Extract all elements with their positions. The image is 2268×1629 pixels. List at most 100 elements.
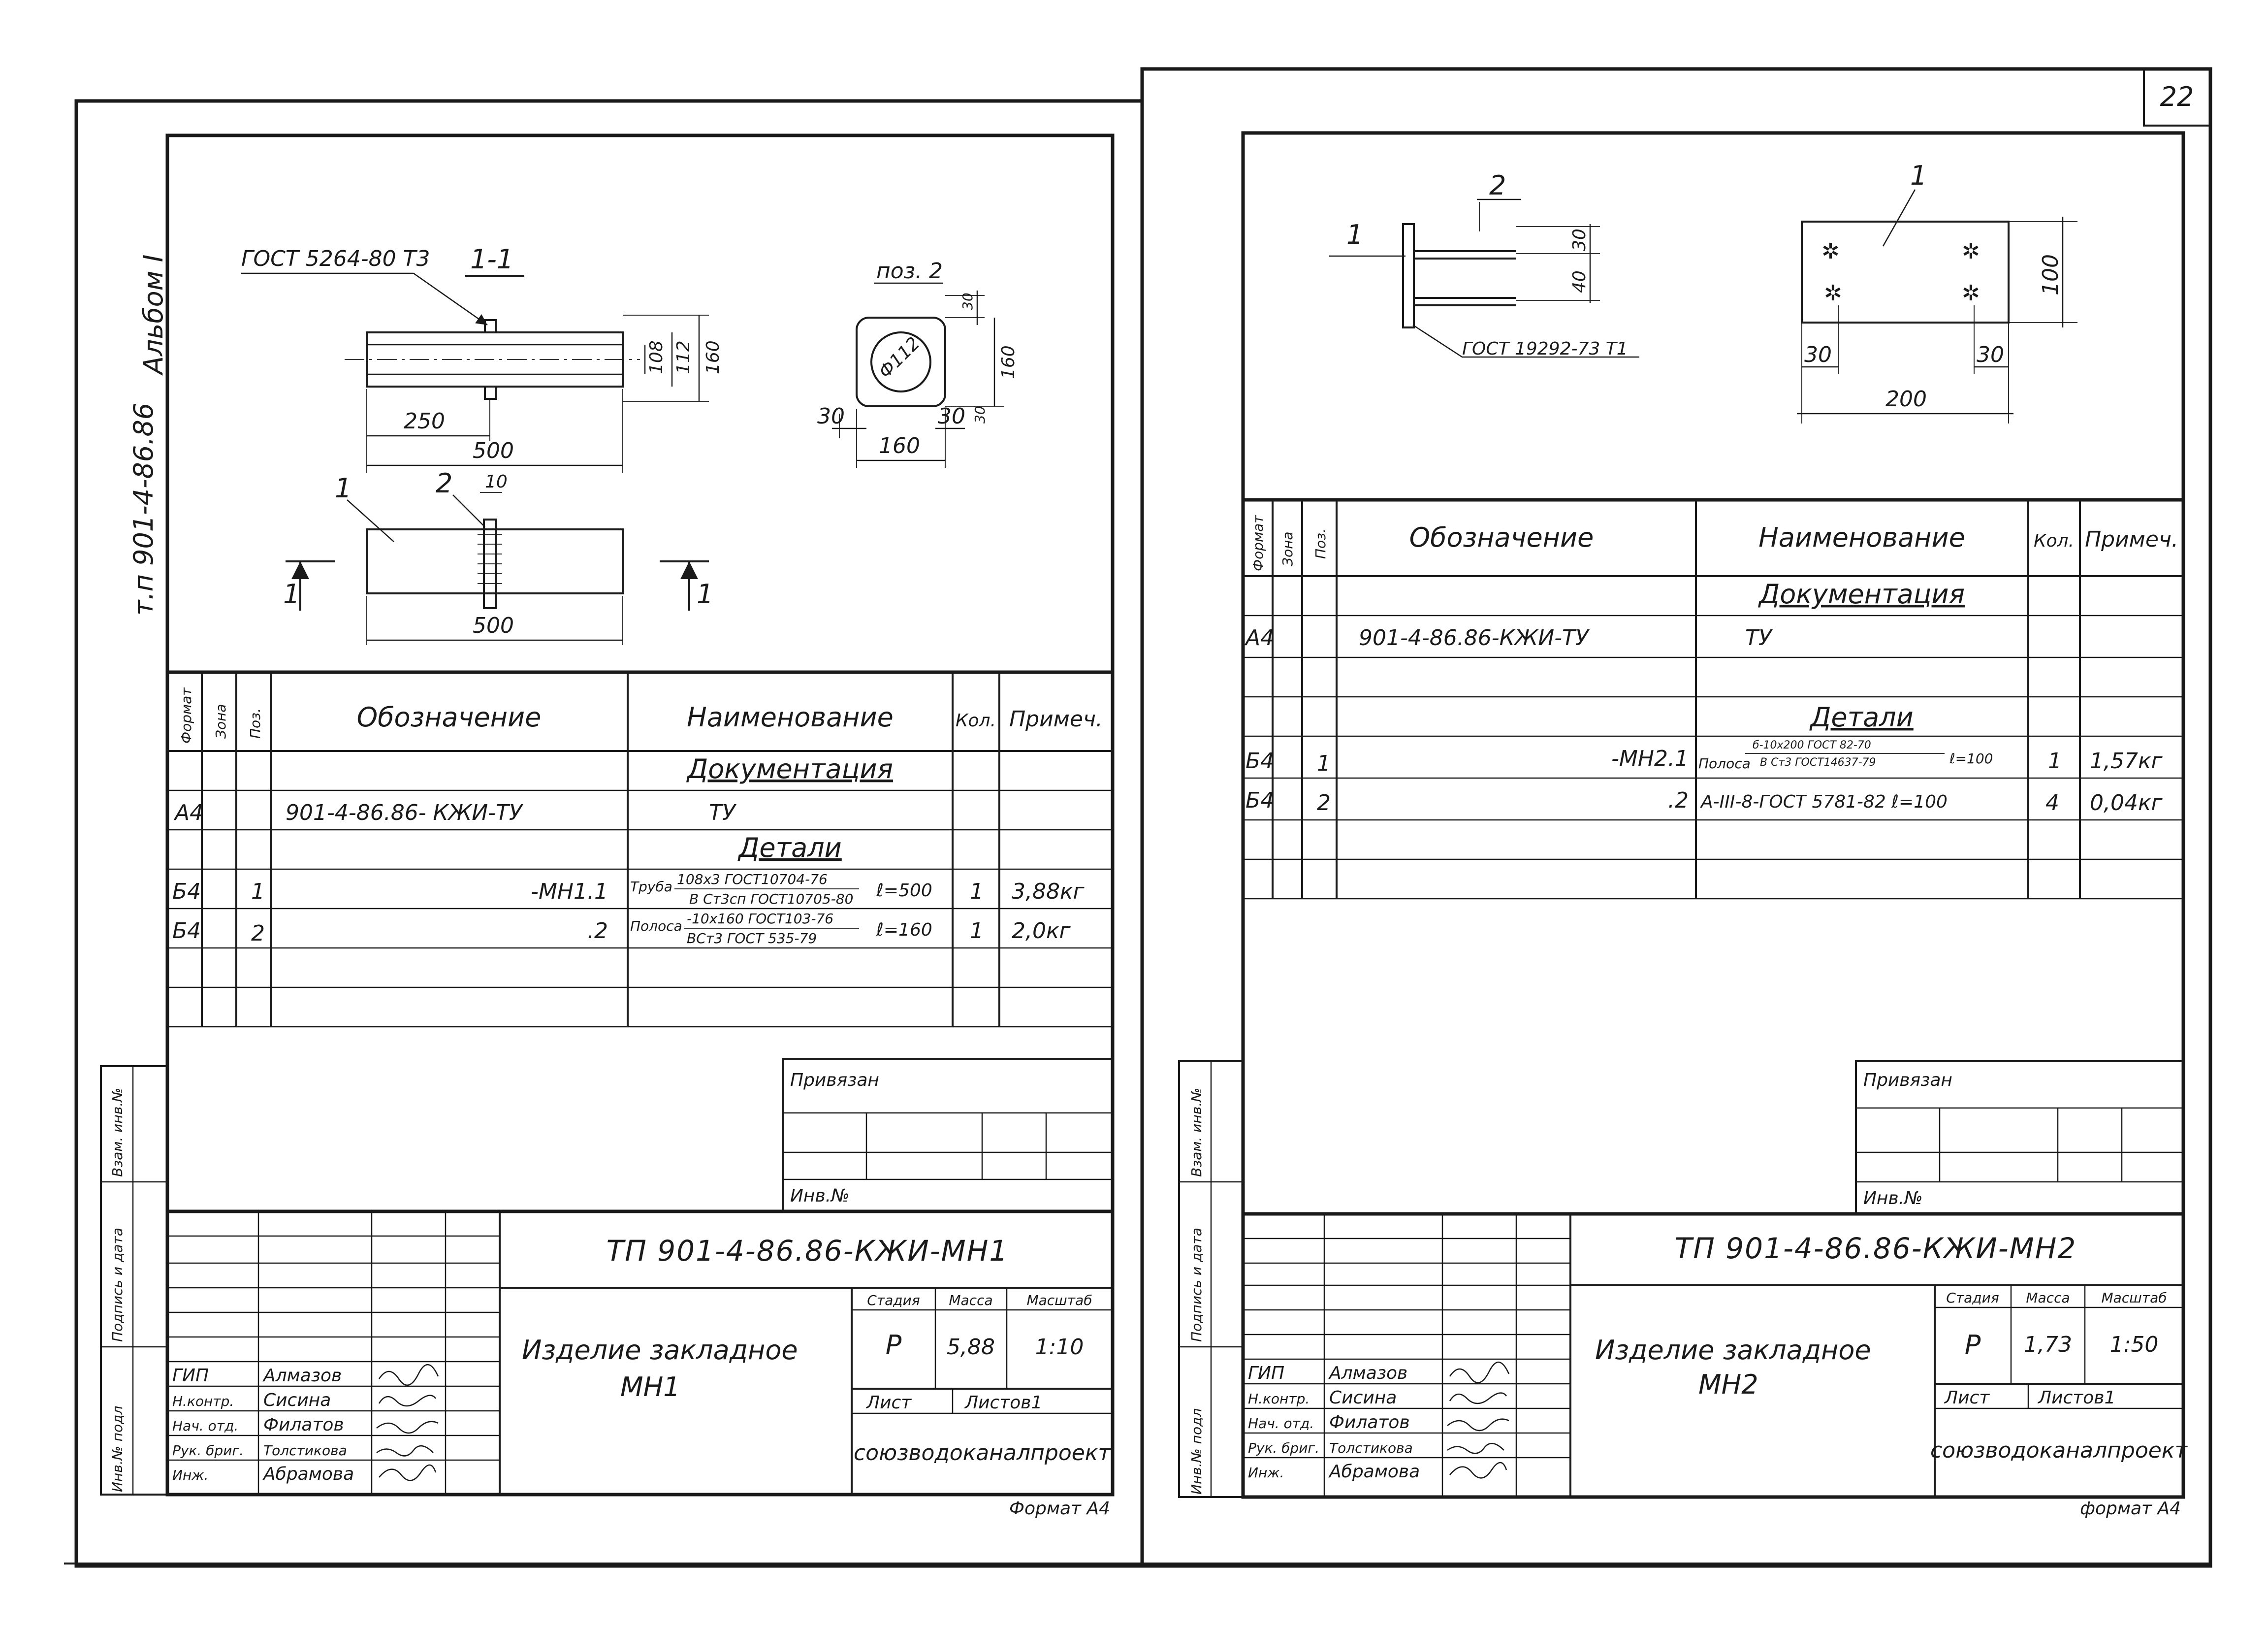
left-format-label: Формат А4 — [1009, 1499, 1110, 1519]
left-name-3: Толстикова — [263, 1442, 347, 1459]
right-spec-table: Формат Зона Поз. Обозначение Наименовани… — [1243, 498, 2183, 900]
rrow2-name-prefix: Полоса — [1698, 755, 1751, 772]
pos2-dim-30-left: 30 — [817, 404, 845, 429]
section-label: 1-1 — [470, 244, 513, 275]
th-name: Наименование — [687, 702, 894, 733]
side-code: т.п 901-4-86.86 — [128, 403, 159, 616]
right-stamp-vzam: Взам. инв.№ — [1188, 1088, 1205, 1177]
pos2-dim-160h: 160 — [998, 345, 1019, 379]
right-title-line2: МН2 — [1698, 1369, 1758, 1400]
th-format: Формат — [178, 687, 194, 744]
row3-pos: 2 — [251, 921, 265, 946]
th-qty: Кол. — [956, 711, 996, 731]
left-drawing: ГОСТ 5264-80 Т3 1-1 108 112 160 — [241, 244, 1019, 645]
row2-designation: -МН1.1 — [531, 879, 608, 904]
outer-frame — [64, 67, 2212, 1568]
rrow2-designation: -МН2.1 — [1611, 746, 1689, 771]
rth-pos: Поз. — [1312, 528, 1329, 559]
right-mass-header: Масса — [2026, 1290, 2070, 1306]
dim-10: 10 — [485, 472, 508, 492]
dim-500-top: 500 — [473, 438, 514, 463]
right-role-ruk: Рук. бриг. — [1248, 1440, 1319, 1456]
right-name-3: Толстикова — [1329, 1440, 1413, 1456]
row1-name: ТУ — [709, 800, 737, 825]
left-sheet: ГОСТ 5264-80 Т3 1-1 108 112 160 — [165, 133, 1115, 1519]
row2-length: ℓ=500 — [876, 880, 932, 901]
left-title-block: ТП 901-4-86.86-КЖИ-МН1 Изделие закладное… — [167, 1209, 1113, 1495]
right-privyazan-block: Привязан Инв.№ — [1855, 1060, 2184, 1215]
right-privyazan: Привязан — [1863, 1070, 1952, 1090]
callout-2: 2 — [436, 468, 452, 499]
row2-name-top: 108х3 ГОСТ10704-76 — [677, 871, 828, 887]
right-callout-2: 2 — [1489, 170, 1506, 201]
right-stamp-podpis: Подпись и дата — [1188, 1228, 1205, 1342]
right-inv-no: Инв.№ — [1863, 1188, 1923, 1208]
rrow1-designation: 901-4-86.86-КЖИ-ТУ — [1359, 625, 1590, 651]
row3-name-top: -10х160 ГОСТ103-76 — [687, 911, 833, 927]
left-stamp-podpis: Подпись и дата — [109, 1228, 126, 1342]
right-name-0: Алмазов — [1328, 1363, 1407, 1383]
left-lists-header: Листов1 — [964, 1393, 1042, 1413]
right-signatures — [1447, 1361, 1510, 1479]
th-pos: Поз. — [247, 708, 263, 739]
dim-250: 250 — [404, 409, 445, 434]
pos2-dim-160w: 160 — [879, 433, 920, 458]
left-list-header: Лист — [865, 1393, 912, 1413]
left-signatures — [376, 1364, 439, 1481]
right-org: союзводоканалпроект — [1930, 1438, 2188, 1463]
rrow2-length: ℓ=100 — [1949, 750, 1993, 767]
th-designation: Обозначение — [357, 702, 542, 733]
left-role-nach: Нач. отд. — [172, 1418, 238, 1434]
rebar-mark-3: ✲ — [1962, 239, 1980, 264]
row3-note: 2,0кг — [1012, 918, 1071, 944]
right-dim-30: 30 — [1569, 228, 1590, 251]
row2-qty: 1 — [970, 879, 984, 904]
dim-108: 108 — [646, 340, 667, 374]
rrow3-designation: .2 — [1668, 788, 1689, 813]
rrow3-name: А-III-8-ГОСТ 5781-82 ℓ=100 — [1700, 792, 1948, 812]
right-name-4: Абрамова — [1328, 1462, 1420, 1482]
row3-format: Б4 — [172, 918, 201, 944]
rrow2-name-bottom: В Ст3 ГОСТ14637-79 — [1760, 756, 1876, 769]
section-details: Детали — [737, 832, 842, 863]
rrow2-qty: 1 — [2048, 749, 2062, 774]
left-inv-no: Инв.№ — [790, 1186, 850, 1206]
right-callout-1: 1 — [1346, 219, 1363, 250]
rrow3-qty: 4 — [2045, 790, 2059, 815]
left-name-0: Алмазов — [262, 1366, 342, 1386]
rebar-mark-1: ✲ — [1821, 239, 1840, 264]
right-dim-100: 100 — [2038, 254, 2063, 295]
right-mass: 1,73 — [2024, 1332, 2072, 1357]
pipe-diameter: Ф112 — [875, 333, 924, 382]
right-side-stamps: Инв.№ подл Подпись и дата Взам. инв.№ — [1178, 1060, 1244, 1498]
rrow2-note: 1,57кг — [2090, 749, 2163, 774]
callout-1: 1 — [335, 473, 351, 504]
row3-qty: 1 — [970, 918, 984, 944]
right-section-docs: Документация — [1758, 579, 1965, 610]
left-org: союзводоканалпроект — [854, 1440, 1111, 1466]
left-name-2: Филатов — [263, 1415, 344, 1435]
row3-name-bottom: ВСт3 ГОСТ 535-79 — [687, 930, 817, 946]
right-format-label: формат А4 — [2080, 1499, 2181, 1519]
left-doc-code: ТП 901-4-86.86-КЖИ-МН1 — [607, 1234, 1008, 1268]
rrow2-format: Б4 — [1246, 749, 1274, 774]
rebar-mark-4: ✲ — [1962, 281, 1980, 306]
row1-format: А4 — [173, 800, 203, 825]
left-scale-header: Масштаб — [1026, 1292, 1092, 1308]
right-name-2: Филатов — [1329, 1412, 1410, 1433]
dim-112: 112 — [673, 340, 694, 374]
right-lists-header: Листов1 — [2037, 1388, 2115, 1408]
left-name-4: Абрамова — [262, 1464, 354, 1484]
left-stage-header: Стадия — [867, 1292, 920, 1308]
left-role-gip: ГИП — [172, 1366, 209, 1386]
right-role-nkontr: Н.контр. — [1248, 1391, 1310, 1407]
pos2-dim-30: 30 — [959, 293, 976, 310]
left-side-stamps: Инв.№ подл Подпись и дата Взам. инв.№ — [100, 1065, 168, 1496]
section-docs: Документация — [686, 753, 893, 784]
left-mass-header: Масса — [949, 1292, 992, 1308]
right-dim-30-left: 30 — [1804, 342, 1832, 367]
right-dim-40: 40 — [1569, 270, 1590, 293]
rrow3-format: Б4 — [1246, 788, 1274, 813]
row2-name-prefix: Труба — [630, 879, 672, 895]
right-callout-plate: 1 — [1910, 160, 1927, 191]
